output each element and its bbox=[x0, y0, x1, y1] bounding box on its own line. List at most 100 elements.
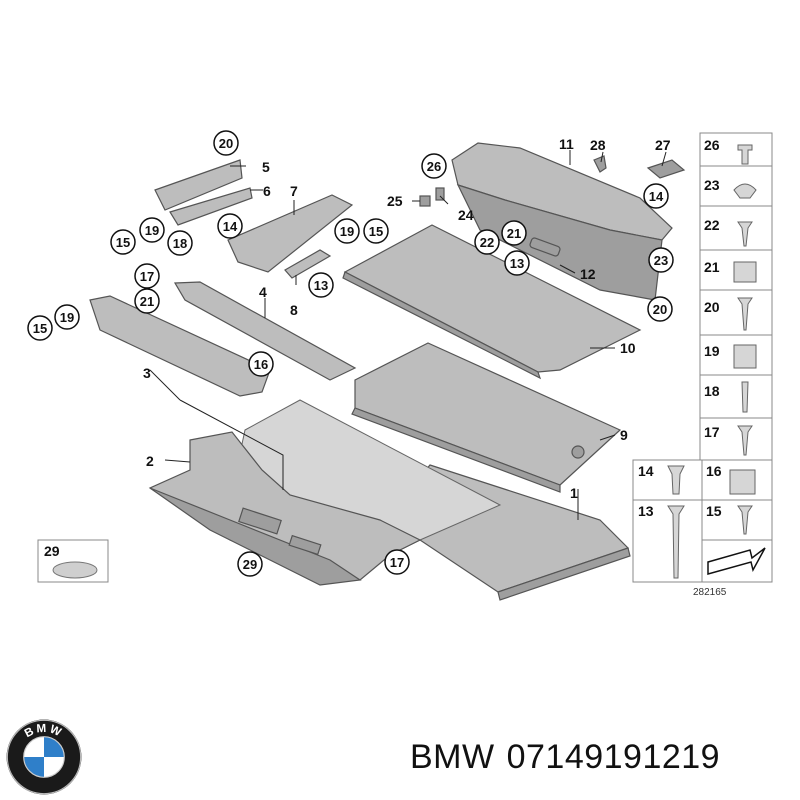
svg-text:20: 20 bbox=[219, 136, 233, 151]
label-6: 6 bbox=[263, 183, 271, 199]
part-25-clip bbox=[419, 195, 431, 207]
part-3-side-strip bbox=[89, 295, 271, 397]
part-24-clip bbox=[435, 187, 445, 201]
label-25: 25 bbox=[387, 193, 403, 209]
part-4-side-strip bbox=[173, 281, 357, 381]
callout-15-left: 15 bbox=[110, 229, 136, 255]
label-11: 11 bbox=[559, 136, 574, 152]
part-7-bracket bbox=[227, 194, 354, 273]
callout-20-top: 20 bbox=[213, 130, 239, 156]
callout-16: 16 bbox=[248, 351, 274, 377]
legend-13: 13 bbox=[638, 503, 654, 519]
brand-name: BMW bbox=[410, 738, 495, 776]
svg-text:20: 20 bbox=[653, 302, 667, 317]
callout-26: 26 bbox=[421, 153, 447, 179]
part-10-cover-panel bbox=[342, 224, 642, 380]
svg-text:14: 14 bbox=[223, 219, 238, 234]
legend-22: 22 bbox=[704, 217, 720, 233]
label-7: 7 bbox=[290, 183, 298, 199]
label-28: 28 bbox=[590, 137, 606, 153]
legend-16: 16 bbox=[706, 463, 722, 479]
callout-29: 29 bbox=[237, 551, 263, 577]
svg-text:13: 13 bbox=[510, 256, 524, 271]
part-28-pin bbox=[593, 155, 607, 173]
label-1: 1 bbox=[570, 485, 578, 501]
svg-text:29: 29 bbox=[243, 557, 257, 572]
callout-21-left: 21 bbox=[134, 288, 160, 314]
svg-text:21: 21 bbox=[140, 294, 154, 309]
label-4: 4 bbox=[259, 284, 267, 300]
part-2-trunk-trim bbox=[148, 399, 502, 586]
callout-17-left: 17 bbox=[134, 263, 160, 289]
callout-15-far-left: 15 bbox=[27, 315, 53, 341]
legend-15: 15 bbox=[706, 503, 722, 519]
svg-text:16: 16 bbox=[254, 357, 268, 372]
svg-text:19: 19 bbox=[60, 310, 74, 325]
svg-text:14: 14 bbox=[649, 189, 664, 204]
svg-text:23: 23 bbox=[654, 253, 668, 268]
svg-text:17: 17 bbox=[140, 269, 154, 284]
callout-22: 22 bbox=[474, 229, 500, 255]
logo-letters: BMW bbox=[22, 722, 63, 740]
legend-21: 21 bbox=[704, 259, 720, 275]
part-27-clip bbox=[646, 159, 686, 179]
svg-text:13: 13 bbox=[314, 278, 328, 293]
label-2: 2 bbox=[146, 453, 154, 469]
label-8: 8 bbox=[290, 302, 298, 318]
fastener-legend: 26 23 22 21 20 19 18 17 bbox=[699, 132, 773, 461]
svg-text:15: 15 bbox=[33, 321, 47, 336]
svg-text:29: 29 bbox=[44, 543, 60, 559]
leader-lines bbox=[149, 150, 667, 520]
label-27: 27 bbox=[655, 137, 671, 153]
label-5: 5 bbox=[262, 159, 270, 175]
part-5-bracket bbox=[154, 159, 243, 211]
label-9: 9 bbox=[620, 427, 628, 443]
callout-19-left: 19 bbox=[139, 217, 165, 243]
legend-17: 17 bbox=[704, 424, 720, 440]
svg-text:18: 18 bbox=[173, 236, 187, 251]
callout-18: 18 bbox=[167, 230, 193, 256]
svg-text:21: 21 bbox=[507, 226, 521, 241]
label-24: 24 bbox=[458, 207, 474, 223]
legend-14: 14 bbox=[638, 463, 654, 479]
svg-text:15: 15 bbox=[369, 224, 383, 239]
label-12: 12 bbox=[580, 266, 596, 282]
legend-26: 26 bbox=[704, 137, 720, 153]
svg-text:26: 26 bbox=[427, 159, 441, 174]
legend-23: 23 bbox=[704, 177, 720, 193]
svg-text:22: 22 bbox=[480, 235, 494, 250]
part-12-clip bbox=[529, 237, 561, 257]
legend-29: 29 bbox=[37, 539, 109, 583]
svg-text:19: 19 bbox=[145, 223, 159, 238]
callout-14-left: 14 bbox=[217, 213, 243, 239]
fastener-legend-bottom: 14 13 16 15 bbox=[632, 459, 773, 583]
part-number: 07149191219 bbox=[506, 738, 721, 776]
part-9-floor-panel bbox=[351, 342, 622, 493]
callout-14-right: 14 bbox=[643, 183, 669, 209]
svg-text:BMW: BMW bbox=[22, 722, 65, 740]
label-3: 3 bbox=[143, 365, 151, 381]
callout-13-left: 13 bbox=[308, 272, 334, 298]
part-6-bracket bbox=[169, 187, 253, 226]
callout-13-right: 13 bbox=[504, 250, 530, 276]
part-8-bracket bbox=[284, 249, 332, 279]
legend-18: 18 bbox=[704, 383, 720, 399]
callout-17-bottom: 17 bbox=[384, 549, 410, 575]
svg-text:17: 17 bbox=[390, 555, 404, 570]
drawing-number: 282165 bbox=[693, 587, 727, 598]
callout-19-far-left: 19 bbox=[54, 304, 80, 330]
legend-19: 19 bbox=[704, 343, 720, 359]
callout-15-mid: 15 bbox=[363, 218, 389, 244]
callout-21-right: 21 bbox=[501, 220, 527, 246]
svg-text:19: 19 bbox=[340, 224, 354, 239]
legend-20: 20 bbox=[704, 299, 720, 315]
callout-23: 23 bbox=[648, 247, 674, 273]
svg-text:15: 15 bbox=[116, 235, 130, 250]
callout-19-mid: 19 bbox=[334, 218, 360, 244]
brand-part-number-caption: BMW 07149191219 bbox=[410, 738, 732, 777]
callout-20-right: 20 bbox=[647, 296, 673, 322]
bmw-logo-icon: BMW bbox=[6, 719, 82, 795]
label-10: 10 bbox=[620, 340, 636, 356]
part-11-rear-shelf bbox=[451, 142, 673, 301]
